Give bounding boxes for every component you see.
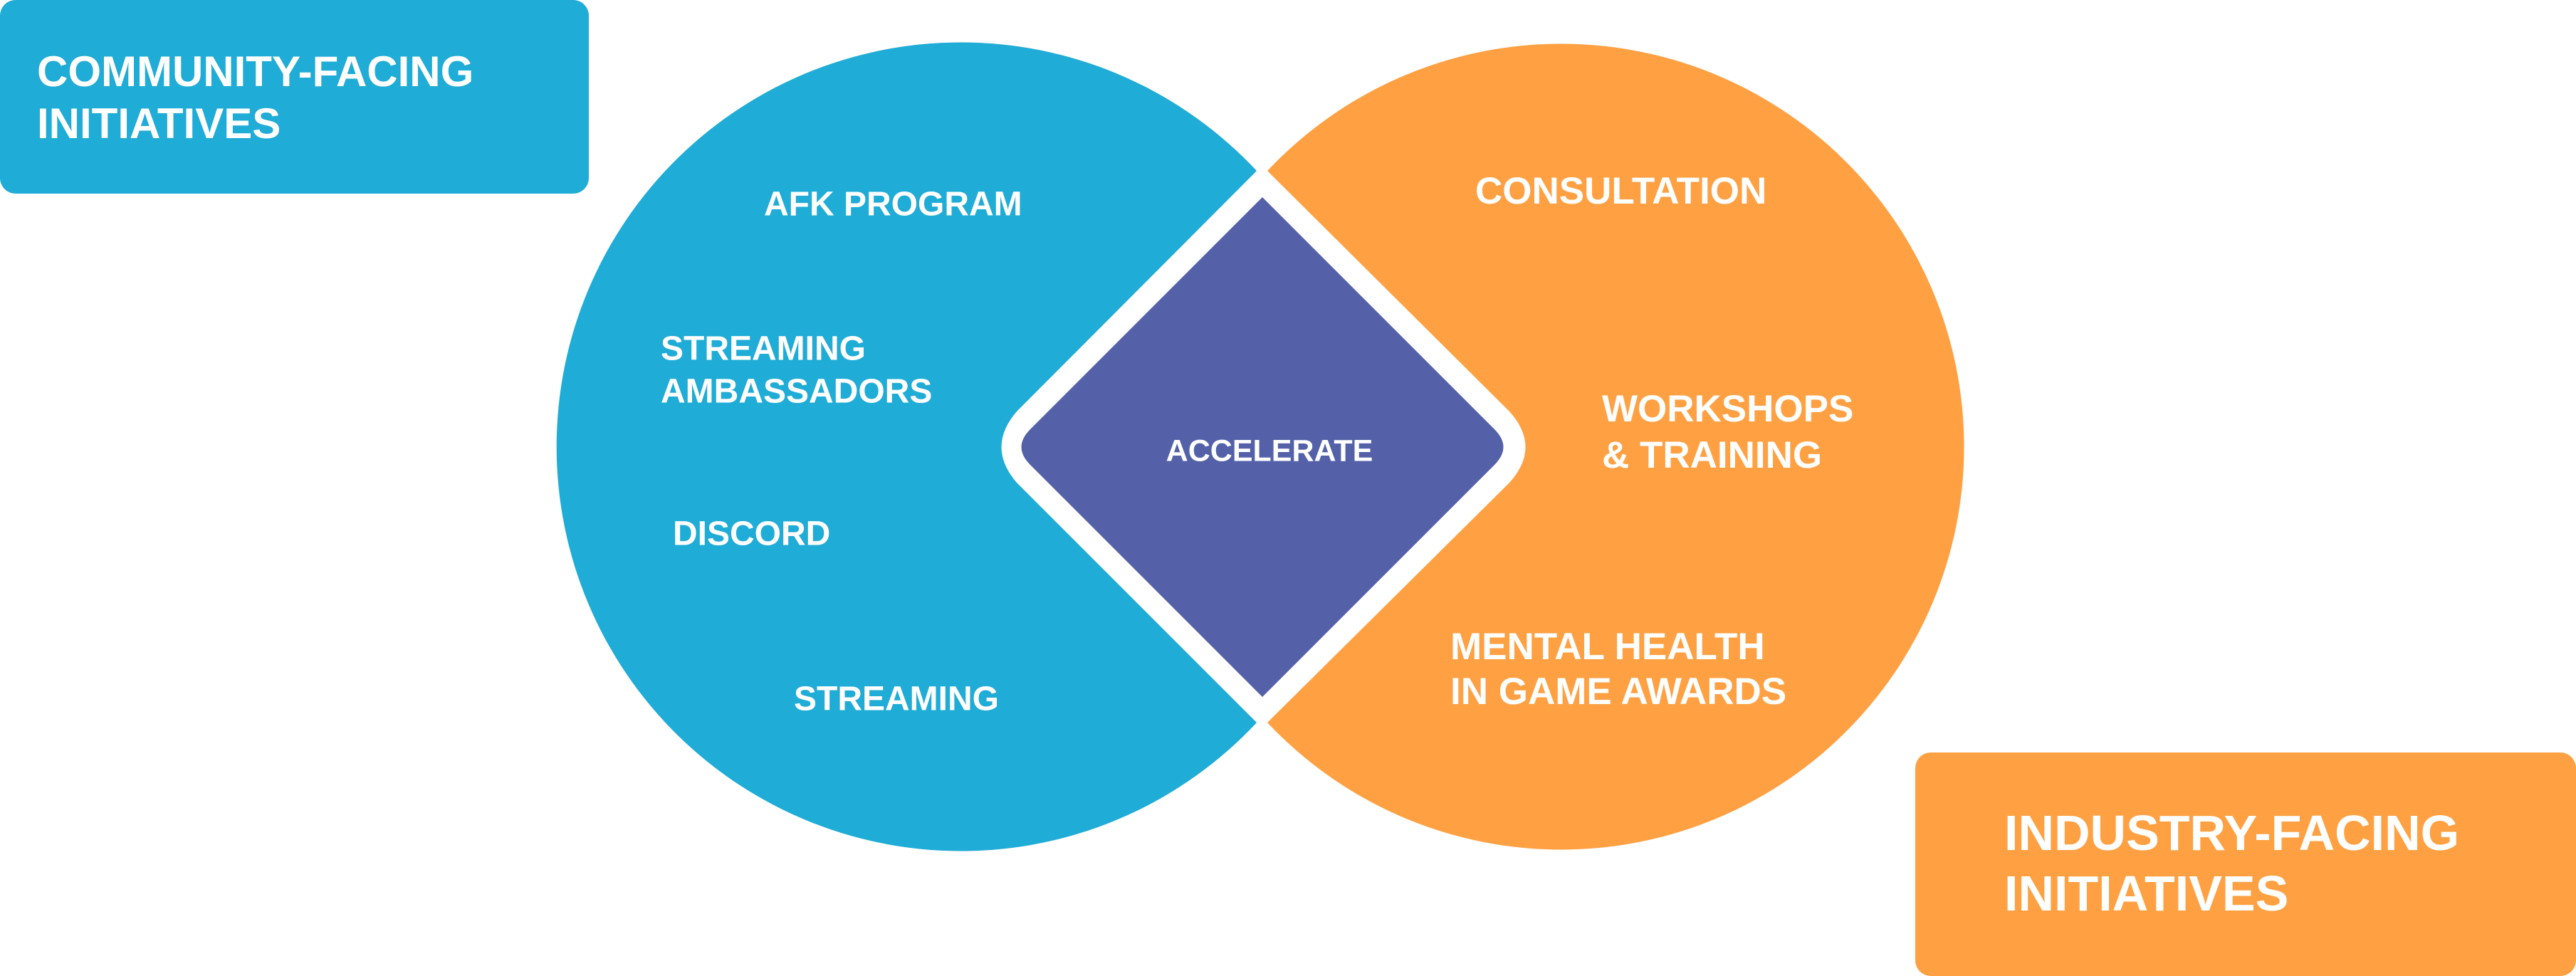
- industry-facing-heading-line2: INITIATIVES: [2004, 866, 2289, 922]
- community-facing-heading-line2: INITIATIVES: [37, 100, 281, 148]
- streaming-ambassadors-label-line2: AMBASSADORS: [661, 373, 932, 411]
- mental-health-awards-label-line2: IN GAME AWARDS: [1450, 671, 1786, 713]
- discord-label: DISCORD: [673, 515, 830, 553]
- workshops-training-label-line2: & TRAINING: [1602, 434, 1822, 476]
- industry-facing-heading-line1: INDUSTRY-FACING: [2004, 805, 2460, 861]
- industry-facing-heading: INDUSTRY-FACING INITIATIVES: [2004, 803, 2459, 925]
- industry-circle: [1267, 43, 1964, 850]
- streaming-ambassadors-label-line1: STREAMING: [661, 330, 866, 368]
- community-facing-heading: COMMUNITY-FACING INITIATIVES: [37, 46, 473, 149]
- community-facing-box: [0, 0, 589, 194]
- industry-facing-box: [1915, 752, 2576, 976]
- mental-health-awards-label-line1: MENTAL HEALTH: [1450, 626, 1765, 668]
- streaming-label: STREAMING: [794, 681, 999, 718]
- community-circle: [556, 42, 1257, 851]
- afk-program-label: AFK PROGRAM: [764, 186, 1022, 224]
- workshops-training-label-line1: WORKSHOPS: [1602, 388, 1853, 430]
- accelerate-label: ACCELERATE: [1166, 434, 1373, 468]
- consultation-label: CONSULTATION: [1475, 170, 1766, 212]
- community-facing-heading-line1: COMMUNITY-FACING: [37, 48, 474, 95]
- accelerate-diamond: [1021, 197, 1504, 697]
